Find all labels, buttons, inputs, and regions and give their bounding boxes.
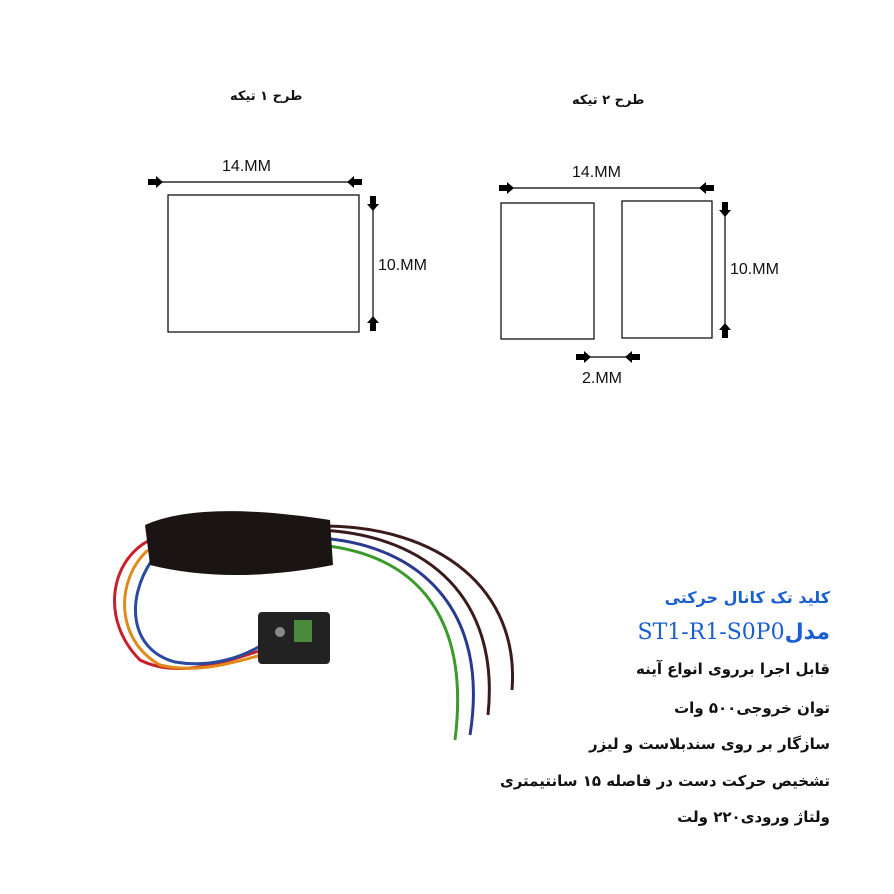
product-title: کلید تک کانال حرکتی xyxy=(664,588,830,607)
design1-diagram xyxy=(150,181,374,333)
design1-height: 10.MM xyxy=(378,257,427,274)
design2-gap: 2.MM xyxy=(582,370,622,387)
design1-width: 14.MM xyxy=(222,158,271,175)
design2-rect-right xyxy=(621,200,713,339)
feature-2: توان خروجی۵۰۰ وات xyxy=(674,699,830,717)
design1-rect xyxy=(167,194,360,333)
design1-label: طرح ۱ تیکه xyxy=(230,89,303,104)
feature-5: ولتاژ ورودی۲۲۰ ولت xyxy=(677,808,830,826)
design2-label: طرح ۲ تیکه xyxy=(572,93,645,108)
model-prefix: مدل xyxy=(784,620,830,645)
feature-4: تشخیص حرکت دست در فاصله ۱۵ سانتیمتری xyxy=(499,772,830,790)
design2-height: 10.MM xyxy=(730,261,779,278)
design2-diagram xyxy=(500,187,726,358)
feature-3: سازگار بر روی سندبلاست و لیزر xyxy=(588,735,830,753)
feature-1: قابل اجرا برروی انواع آینه xyxy=(635,660,830,678)
motion-switch-illustration xyxy=(113,511,515,741)
model-code: ST1-R1-S0P0 xyxy=(637,620,785,645)
product-model: مدلST1-R1-S0P0 xyxy=(638,620,830,645)
design2-width: 14.MM xyxy=(572,164,621,181)
design2-rect-left xyxy=(500,202,595,340)
